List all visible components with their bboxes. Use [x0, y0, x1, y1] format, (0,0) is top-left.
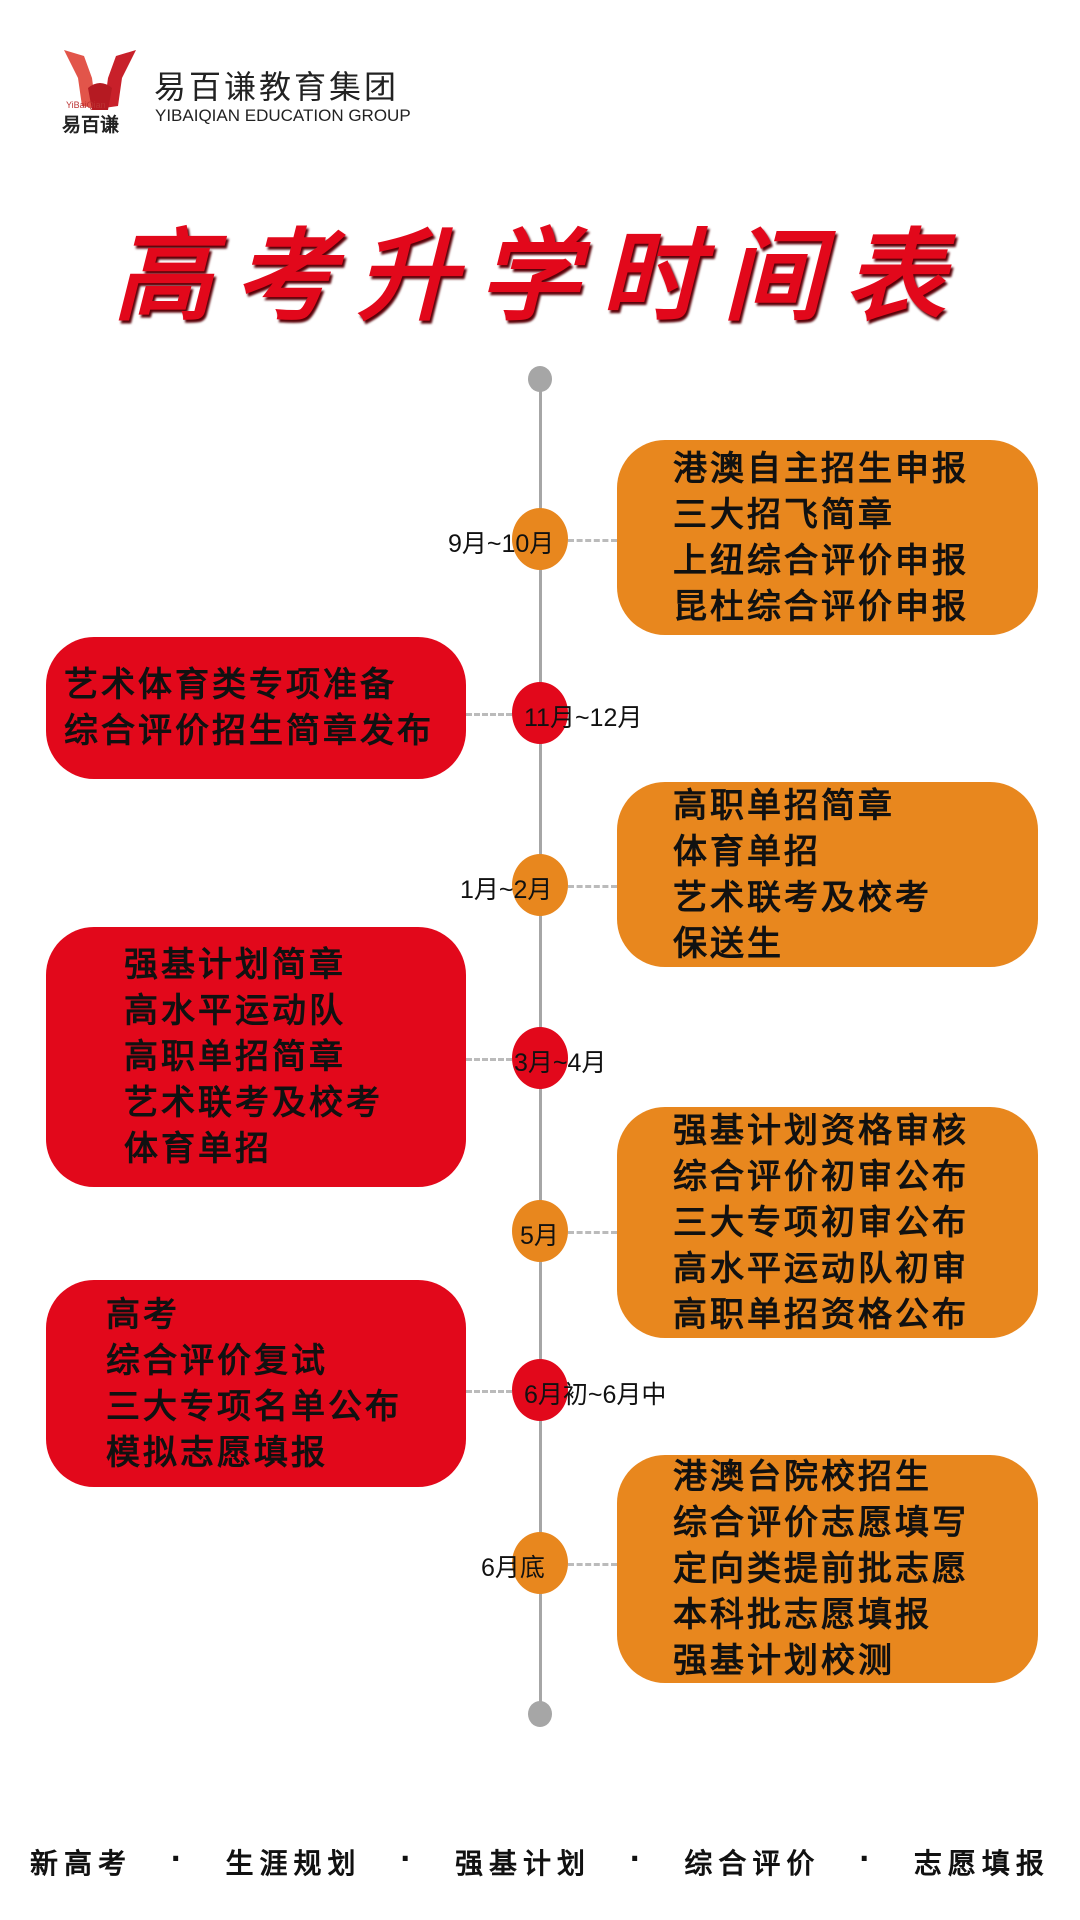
event-item: 高职单招简章: [124, 1037, 346, 1077]
connector-dash: [466, 713, 512, 716]
timeline-end-dot: [528, 1701, 552, 1727]
footer-tag: 综合评价: [684, 1847, 821, 1880]
logo-icon: [64, 50, 136, 110]
event-item: 高水平运动队初审: [673, 1248, 969, 1289]
footer-tag: 志愿填报: [913, 1847, 1050, 1880]
footer-tag: 强基计划: [454, 1847, 591, 1880]
timeline-node: [512, 1532, 568, 1594]
footer-separator: ·: [399, 1842, 417, 1875]
event-item: 艺术联考及校考: [124, 1083, 383, 1123]
period-label: 1月~2月: [460, 876, 553, 904]
timeline-start-dot: [528, 366, 552, 392]
event-item: 港澳台院校招生: [673, 1457, 932, 1497]
event-item: 体育单招: [124, 1129, 272, 1169]
event-item: 艺术联考及校考: [673, 877, 932, 918]
logo-small-en: YiBaiQian: [66, 100, 106, 110]
connector-dash: [568, 1231, 617, 1234]
timeline-node: [512, 1200, 568, 1262]
event-item: 上纽综合评价申报: [673, 540, 969, 581]
event-box: 高考综合评价复试三大专项名单公布模拟志愿填报: [46, 1280, 466, 1487]
page-title: 高考升学时间表: [113, 217, 967, 335]
event-item: 强基计划资格审核: [673, 1110, 969, 1151]
timeline-node: [512, 682, 568, 744]
connector-dash: [466, 1390, 512, 1393]
footer-separator: ·: [858, 1842, 876, 1875]
timeline-node: [512, 508, 568, 570]
brand-name-cn: 易百谦教育集团: [154, 68, 400, 106]
connector-dash: [568, 1563, 617, 1566]
period-label: 6月底: [481, 1554, 545, 1582]
event-item: 模拟志愿填报: [106, 1432, 328, 1473]
footer-tag: 新高考: [30, 1847, 133, 1880]
event-item: 艺术体育类专项准备: [64, 665, 397, 705]
event-item: 综合评价志愿填写: [673, 1503, 969, 1543]
brand-name-en: YIBAIQIAN EDUCATION GROUP: [155, 106, 411, 125]
footer-tags: 新高考 · 生涯规划 · 强基计划 · 综合评价 · 志愿填报: [30, 1842, 1050, 1882]
event-box: 港澳自主招生申报三大招飞简章上纽综合评价申报昆杜综合评价申报: [617, 440, 1038, 635]
event-item: 高水平运动队: [124, 991, 346, 1031]
event-item: 综合评价初审公布: [673, 1156, 969, 1197]
event-item: 高职单招资格公布: [673, 1294, 969, 1335]
event-item: 昆杜综合评价申报: [673, 586, 969, 627]
footer-tag: 生涯规划: [225, 1847, 362, 1880]
period-label: 6月初~6月中: [524, 1381, 667, 1409]
period-label: 11月~12月: [524, 704, 643, 732]
event-box: 强基计划简章高水平运动队高职单招简章艺术联考及校考体育单招: [46, 927, 466, 1187]
connector-dash: [568, 885, 617, 888]
event-item: 综合评价复试: [106, 1340, 328, 1381]
event-item: 本科批志愿填报: [673, 1595, 932, 1635]
event-item: 三大专项名单公布: [106, 1386, 402, 1427]
event-item: 强基计划校测: [673, 1641, 895, 1681]
period-label: 3月~4月: [514, 1049, 607, 1077]
event-item: 定向类提前批志愿: [673, 1549, 969, 1589]
event-item: 高考: [106, 1294, 180, 1335]
event-item: 强基计划简章: [124, 945, 346, 985]
event-item: 三大招飞简章: [673, 494, 895, 535]
event-box: 艺术体育类专项准备综合评价招生简章发布: [46, 637, 466, 779]
event-item: 综合评价招生简章发布: [64, 711, 434, 751]
event-item: 港澳自主招生申报: [673, 448, 969, 489]
event-box: 高职单招简章体育单招艺术联考及校考保送生: [617, 782, 1038, 967]
timeline-node: [512, 1359, 568, 1421]
timeline-node: [512, 854, 568, 916]
event-box: 强基计划资格审核综合评价初审公布三大专项初审公布高水平运动队初审高职单招资格公布: [617, 1107, 1038, 1338]
event-item: 三大专项初审公布: [673, 1202, 969, 1243]
period-label: 9月~10月: [448, 530, 555, 558]
timeline-node: [512, 1027, 568, 1089]
event-item: 体育单招: [673, 831, 821, 872]
footer-separator: ·: [629, 1842, 646, 1875]
footer-separator: ·: [170, 1842, 188, 1875]
event-item: 高职单招简章: [673, 785, 895, 826]
logo-small-cn: 易百谦: [62, 114, 120, 136]
event-item: 保送生: [673, 923, 784, 964]
event-box: 港澳台院校招生综合评价志愿填写定向类提前批志愿本科批志愿填报强基计划校测: [617, 1455, 1038, 1683]
connector-dash: [466, 1058, 512, 1061]
connector-dash: [568, 539, 617, 542]
period-label: 5月: [520, 1222, 559, 1250]
